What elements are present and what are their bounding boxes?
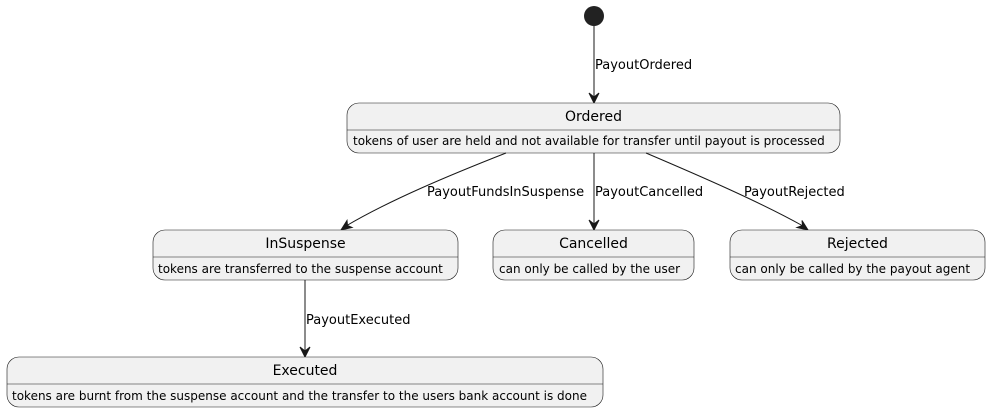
initial-state-node: [584, 6, 604, 26]
edge-payout-rejected-arrow: [795, 220, 810, 231]
edge-payout-ordered-arrow: [588, 92, 600, 105]
edge-payout-funds-in-suspense-arrow: [339, 219, 354, 231]
state-insuspense-title: InSuspense: [265, 236, 345, 252]
edge-payout-executed-label: PayoutExecuted: [306, 313, 410, 328]
state-insuspense-description: tokens are transferred to the suspense a…: [158, 262, 443, 276]
edge-payout-funds-in-suspense-line: [345, 152, 507, 227]
edge-payout-executed: PayoutExecuted: [299, 280, 410, 359]
edge-payout-rejected-label: PayoutRejected: [744, 185, 845, 200]
state-cancelled: Cancelled can only be called by the user: [492, 229, 695, 281]
edge-payout-cancelled-arrow: [588, 219, 600, 232]
state-executed: Executed tokens are burnt from the suspe…: [6, 356, 604, 408]
edge-payout-funds-in-suspense: PayoutFundsInSuspense: [339, 152, 584, 231]
state-executed-description: tokens are burnt from the suspense accou…: [12, 389, 587, 403]
state-rejected-title: Rejected: [827, 236, 888, 252]
state-ordered-description: tokens of user are held and not availabl…: [353, 134, 825, 148]
edge-payout-rejected-line: [645, 152, 804, 227]
edge-payout-ordered-label: PayoutOrdered: [595, 58, 692, 73]
state-cancelled-description: can only be called by the user: [499, 262, 680, 276]
edge-payout-ordered: PayoutOrdered: [588, 26, 692, 105]
edge-payout-cancelled: PayoutCancelled: [588, 153, 703, 232]
edge-payout-executed-arrow: [299, 346, 311, 359]
state-cancelled-title: Cancelled: [559, 236, 628, 252]
edge-payout-cancelled-label: PayoutCancelled: [595, 185, 703, 200]
state-ordered-title: Ordered: [565, 109, 622, 125]
state-insuspense: InSuspense tokens are transferred to the…: [152, 229, 459, 281]
state-ordered: Ordered tokens of user are held and not …: [346, 102, 841, 154]
state-rejected-box: [729, 229, 986, 281]
edge-payout-rejected: PayoutRejected: [645, 152, 845, 231]
state-rejected-description: can only be called by the payout agent: [735, 262, 970, 276]
state-executed-box: [6, 356, 604, 408]
edge-payout-funds-in-suspense-label: PayoutFundsInSuspense: [427, 185, 584, 200]
state-rejected: Rejected can only be called by the payou…: [729, 229, 986, 281]
state-cancelled-box: [492, 229, 695, 281]
state-executed-title: Executed: [273, 363, 338, 379]
